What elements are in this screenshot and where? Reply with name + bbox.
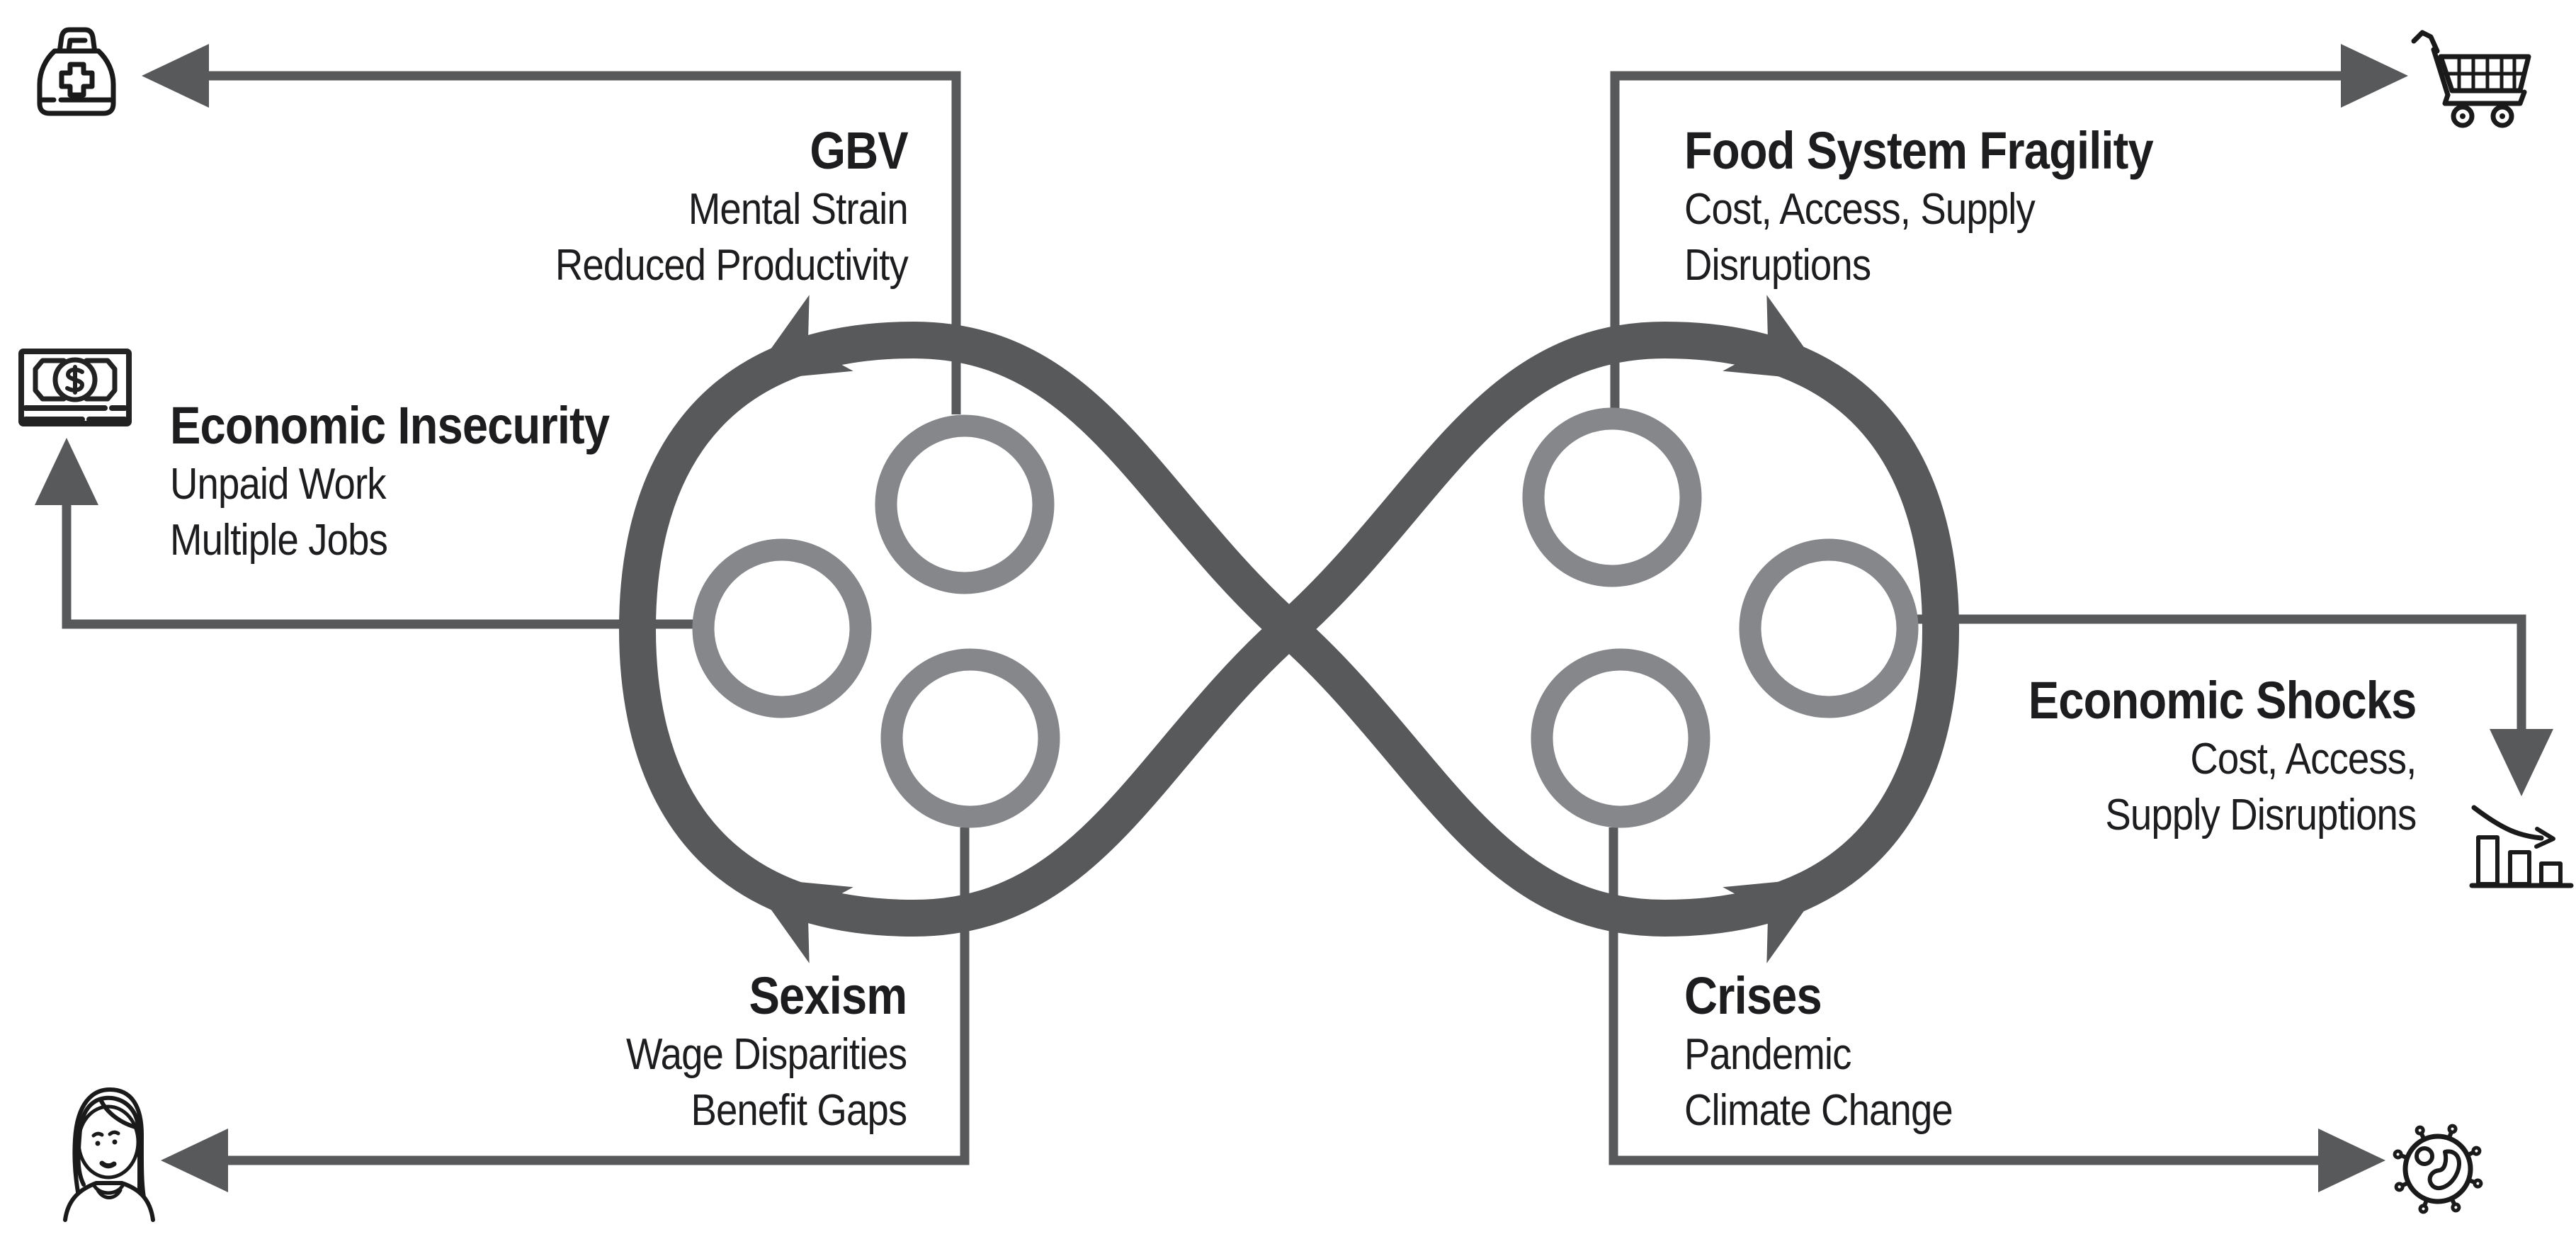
- arrow-left-icon: [142, 44, 209, 108]
- inner-circle: [692, 538, 872, 718]
- node-food-line: Cost, Access, Supply: [1684, 185, 2036, 234]
- node-gbv-line: Mental Strain: [688, 185, 909, 234]
- connector-bottom-right: [1608, 827, 2327, 1165]
- node-gbv-title: GBV: [810, 121, 909, 180]
- node-sexism-line: Benefit Gaps: [691, 1086, 907, 1135]
- inner-circle: [1522, 407, 1702, 587]
- declining-chart-icon: [2469, 805, 2574, 888]
- arrow-down-icon: [2490, 729, 2553, 796]
- first-aid-kit-icon: [37, 27, 116, 116]
- node-sexism: Sexism Wage Disparities Benefit Gaps: [626, 966, 907, 1138]
- inner-circle: [875, 414, 1055, 594]
- inner-circle: [880, 648, 1060, 828]
- loop-arrowheads: [747, 295, 1829, 963]
- arrow-right-bottom-icon: [2318, 1129, 2385, 1192]
- node-economic-insecurity-line: Multiple Jobs: [170, 516, 388, 565]
- inner-circle: [1739, 538, 1919, 718]
- node-economic-shocks-line: Supply Disruptions: [2104, 791, 2417, 839]
- arrow-up-icon: [35, 438, 98, 505]
- connector-lines: [62, 71, 2526, 1165]
- node-economic-shocks-title: Economic Shocks: [2028, 671, 2417, 730]
- node-economic-insecurity: Economic Insecurity Unpaid Work Multiple…: [170, 395, 610, 568]
- inner-circle: [1531, 648, 1710, 828]
- arrow-left-bottom-icon: [161, 1129, 228, 1192]
- node-sexism-title: Sexism: [749, 966, 907, 1025]
- arrow-right-icon: [2341, 44, 2408, 108]
- loop-arrowhead-icon: [1723, 877, 1829, 963]
- connector-middle-left: [62, 503, 693, 629]
- connector-middle-right: [1914, 614, 2526, 733]
- woman-icon: [63, 1087, 155, 1222]
- connector-top-left: [202, 71, 961, 414]
- shopping-cart-icon: [2411, 30, 2531, 128]
- node-food-line: Disruptions: [1684, 241, 1871, 290]
- node-gbv: GBV Mental Strain Reduced Productivity: [555, 120, 909, 293]
- connector-arrowheads: [35, 44, 2553, 1192]
- node-crises: Crises Pandemic Climate Change: [1684, 966, 1953, 1138]
- inner-circles: [692, 407, 1919, 828]
- node-economic-shocks: Economic Shocks Cost, Access, Supply Dis…: [2028, 670, 2417, 843]
- node-gbv-line: Reduced Productivity: [555, 241, 909, 290]
- node-crises-title: Crises: [1684, 966, 1822, 1025]
- node-economic-shocks-line: Cost, Access,: [2189, 735, 2417, 784]
- node-food-system-fragility: Food System Fragility Cost, Access, Supp…: [1684, 120, 2154, 293]
- node-sexism-line: Wage Disparities: [625, 1030, 907, 1079]
- node-crises-line: Pandemic: [1684, 1030, 1851, 1079]
- virus-icon: [2393, 1124, 2483, 1214]
- connector-top-right: [1610, 71, 2348, 409]
- money-icon: [18, 349, 132, 426]
- loop-arrowhead-icon: [747, 295, 853, 381]
- connector-bottom-left: [223, 827, 970, 1165]
- node-food-title: Food System Fragility: [1684, 121, 2154, 180]
- node-economic-insecurity-line: Unpaid Work: [170, 460, 387, 509]
- node-economic-insecurity-title: Economic Insecurity: [170, 396, 610, 455]
- loop-arrowhead-icon: [1723, 295, 1829, 381]
- node-crises-line: Climate Change: [1684, 1086, 1953, 1135]
- loop-arrowhead-icon: [747, 877, 853, 963]
